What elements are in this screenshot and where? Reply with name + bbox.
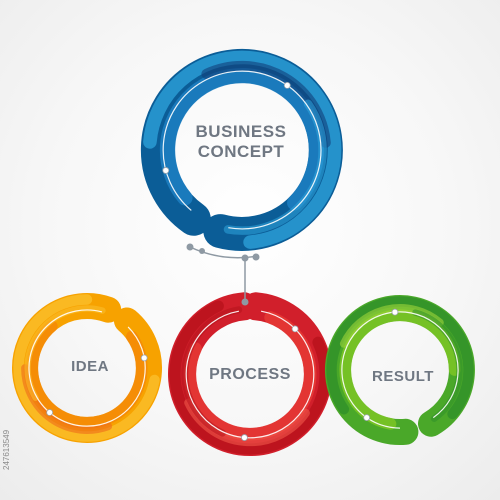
dotted-connector-icon bbox=[186, 243, 260, 306]
result-ring-paint-stroke-1 bbox=[339, 309, 461, 430]
idea-ring bbox=[12, 293, 162, 443]
process-ring-guide-line bbox=[185, 310, 315, 439]
business-concept-ring-guide-dot-2 bbox=[283, 81, 291, 89]
business-concept-line2: CONCEPT bbox=[197, 141, 285, 161]
connector-dot-5 bbox=[241, 298, 249, 306]
idea-label: IDEA bbox=[71, 358, 109, 375]
connector-curve bbox=[189, 246, 259, 259]
result-ring-paint-stroke-2 bbox=[326, 296, 474, 420]
business-concept-label: BUSINESS CONCEPT bbox=[186, 122, 296, 161]
process-ring-paint-stroke-1 bbox=[183, 311, 317, 441]
result-label: RESULT bbox=[372, 368, 434, 385]
result-ring-guide-dot-2 bbox=[391, 308, 399, 316]
idea-ring-paint-stroke-1 bbox=[26, 320, 148, 429]
business-concept-ring bbox=[140, 48, 343, 251]
process-ring-paint-stroke-4 bbox=[181, 306, 243, 437]
business-concept-ring-paint-stroke-1 bbox=[159, 68, 325, 211]
process-ring-paint-stroke-2 bbox=[169, 300, 331, 455]
idea-ring-paint-stroke-4 bbox=[24, 305, 106, 401]
process-ring-guide-dot-1 bbox=[291, 325, 299, 333]
idea-ring-guide-dot-2 bbox=[46, 409, 54, 416]
idea-ring-paint-stroke-2 bbox=[13, 294, 160, 442]
idea-ring-guide-dot-1 bbox=[140, 354, 148, 362]
result-ring bbox=[324, 295, 475, 446]
business-concept-line1: BUSINESS bbox=[195, 122, 287, 141]
business-concept-ring-paint-stroke-2 bbox=[143, 50, 342, 249]
connector-dot-1 bbox=[186, 243, 194, 251]
process-ring-guide-dot-2 bbox=[241, 434, 248, 441]
connector-dot-2 bbox=[199, 248, 205, 254]
connector-dot-3 bbox=[241, 254, 249, 262]
business-concept-ring-guide-line bbox=[162, 70, 322, 230]
result-ring-guide-line bbox=[341, 311, 459, 429]
stock-id-watermark: 247613549 bbox=[2, 429, 11, 470]
business-concept-ring-paint-stroke-4 bbox=[223, 99, 327, 235]
business-concept-ring-guide-dot-1 bbox=[162, 167, 170, 174]
idea-ring-guide-line bbox=[28, 309, 146, 427]
connector-dot-4 bbox=[252, 253, 260, 261]
result-ring-guide-dot-1 bbox=[363, 414, 371, 421]
result-ring-paint-stroke-4 bbox=[412, 309, 463, 422]
process-label: PROCESS bbox=[209, 366, 291, 383]
process-ring bbox=[168, 292, 332, 456]
